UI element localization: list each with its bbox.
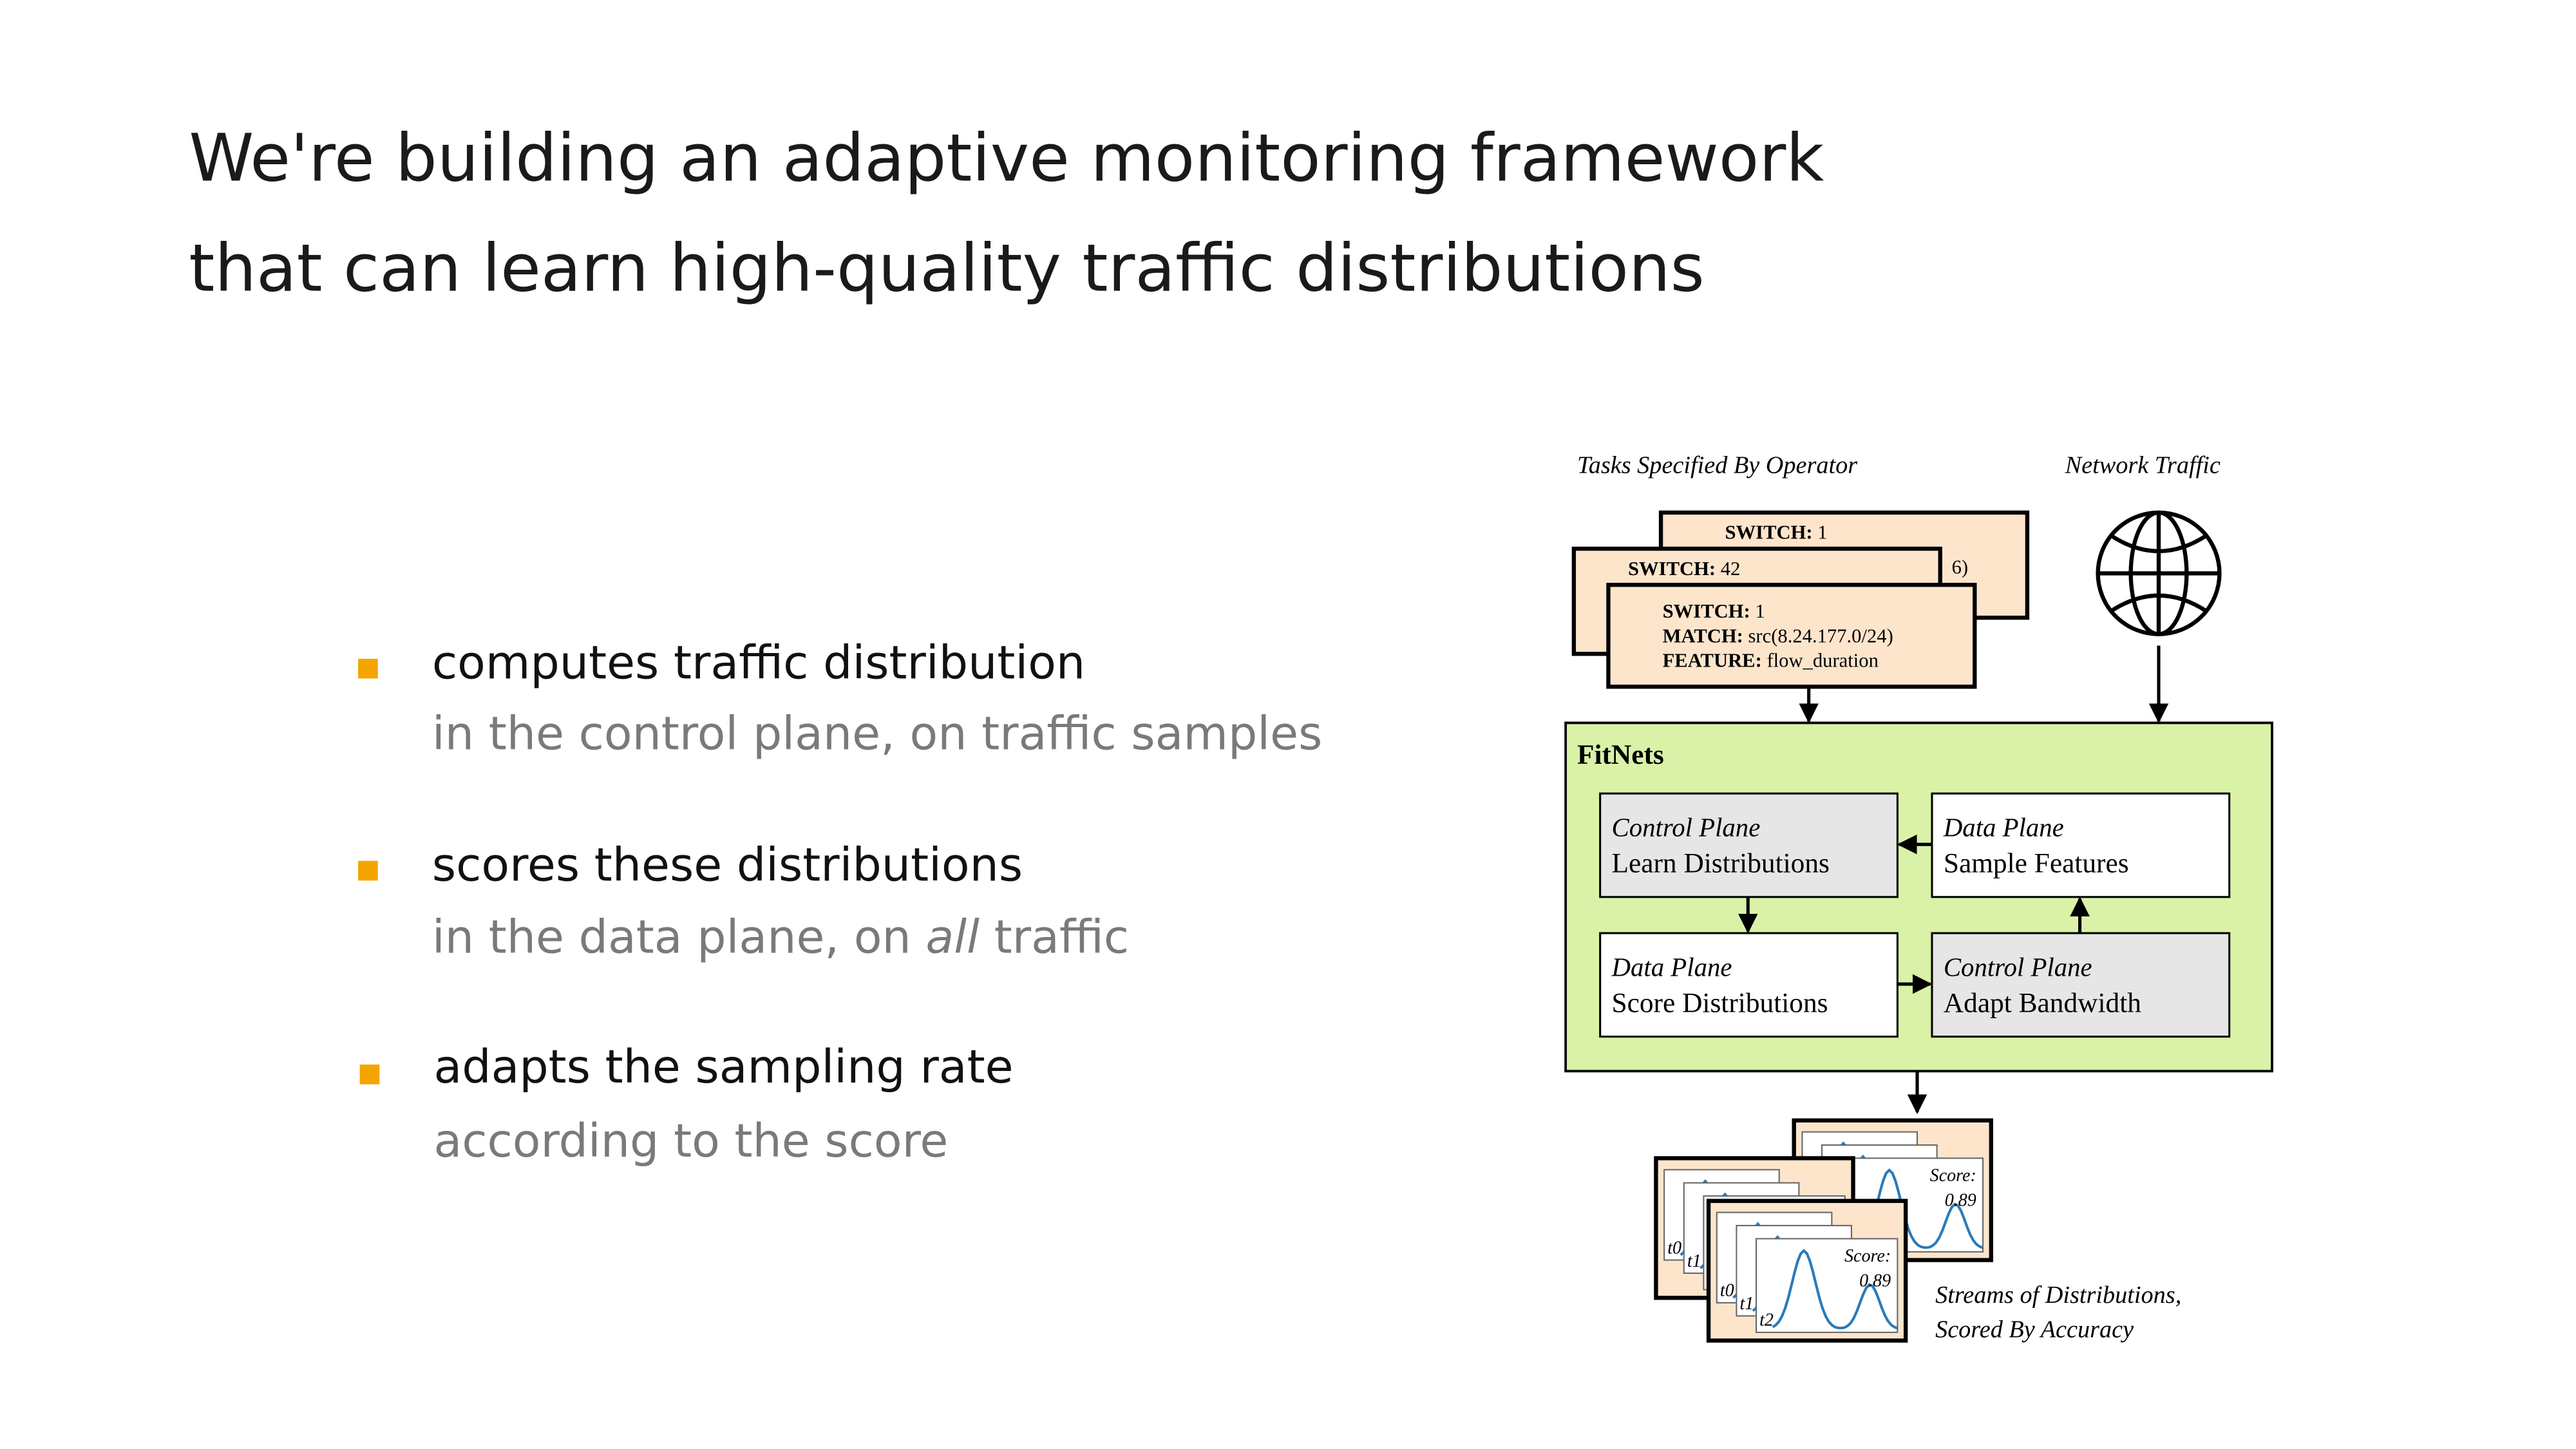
time-label: t1 (1687, 1251, 1701, 1271)
task-front-match: MATCH: src(8.24.177.0/24) (1663, 625, 1893, 647)
time-label: t2 (1759, 1311, 1774, 1331)
time-label: t1 (1740, 1294, 1754, 1314)
distribution-curve (1857, 1168, 1984, 1249)
bullet-2-sub: in the data plane, on all traffic (432, 910, 1129, 964)
fitnets-title: FitNets (1577, 739, 1664, 770)
distribution-card: Score: 0.89 t2 (1755, 1238, 1899, 1333)
bullet-marker (358, 860, 378, 881)
slide-title-line-2: that can learn high-quality traffic dist… (189, 231, 1705, 308)
score-label: Score: (1844, 1246, 1891, 1266)
box-sample-features: Data Plane Sample Features (1931, 792, 2231, 898)
stream-stack-front: t0 t1 Score: 0.89 t2 (1706, 1198, 1908, 1343)
bullet-3-main: adapts the sampling rate (433, 1039, 1014, 1094)
box-plane: Data Plane (1611, 952, 1732, 981)
bullet-2-sub-text-end: traffic (979, 910, 1130, 965)
distribution-streams: Score: 0.89 t0 t1 t0 t1 Score: 0.89 t2 (1654, 1118, 1994, 1343)
task-back-switch: SWITCH: 1 (1725, 522, 1828, 544)
task-back-fragment: 6) (1952, 556, 1969, 578)
score-label: Score: (1930, 1166, 1976, 1186)
bullet-1-main: computes traffic distribution (431, 636, 1086, 690)
box-action: Adapt Bandwidth (1944, 987, 2141, 1018)
bullet-marker (359, 1065, 380, 1084)
bullet-3-sub: according to the score (433, 1113, 949, 1168)
internal-arrows (1738, 834, 2090, 994)
box-action: Sample Features (1944, 848, 2129, 879)
box-learn-distributions: Control Plane Learn Distributions (1599, 792, 1899, 898)
box-action: Learn Distributions (1612, 848, 1830, 879)
box-plane: Control Plane (1944, 952, 2092, 981)
slide-title-line-1: We're building an adaptive monitoring fr… (189, 121, 1824, 198)
score-value: 0.89 (1945, 1190, 1976, 1210)
tasks-label: Tasks Specified By Operator (1577, 452, 1857, 479)
box-adapt-bandwidth: Control Plane Adapt Bandwidth (1931, 932, 2231, 1038)
box-plane: Data Plane (1943, 813, 2064, 842)
bullet-2-sub-emphasis: all (925, 910, 980, 965)
streams-caption-line-2: Scored By Accuracy (1935, 1316, 2134, 1343)
bullet-1-sub: in the control plane, on traffic samples (431, 706, 1323, 761)
bullet-2-sub-text: in the data plane, on (431, 910, 926, 965)
task-middle-switch: SWITCH: 42 (1628, 558, 1740, 580)
distribution-curve (1772, 1249, 1899, 1330)
box-action: Score Distributions (1612, 987, 1828, 1018)
time-label: t0 (1667, 1238, 1681, 1258)
box-plane: Control Plane (1612, 813, 1761, 842)
streams-caption-line-1: Streams of Distributions, (1935, 1282, 2181, 1309)
globe-icon (2096, 510, 2222, 636)
task-front-switch: SWITCH: 1 (1663, 600, 1765, 622)
bullet-marker (358, 658, 378, 679)
task-card-front: SWITCH: 1 MATCH: src(8.24.177.0/24) FEAT… (1606, 582, 1977, 689)
score-value: 0.89 (1859, 1271, 1891, 1291)
time-label: t0 (1720, 1281, 1734, 1301)
box-score-distributions: Data Plane Score Distributions (1599, 932, 1899, 1038)
task-front-feature: FEATURE: flow_duration (1663, 650, 1879, 672)
traffic-label: Network Traffic (2065, 452, 2221, 479)
bullet-2-main: scores these distributions (431, 838, 1023, 893)
